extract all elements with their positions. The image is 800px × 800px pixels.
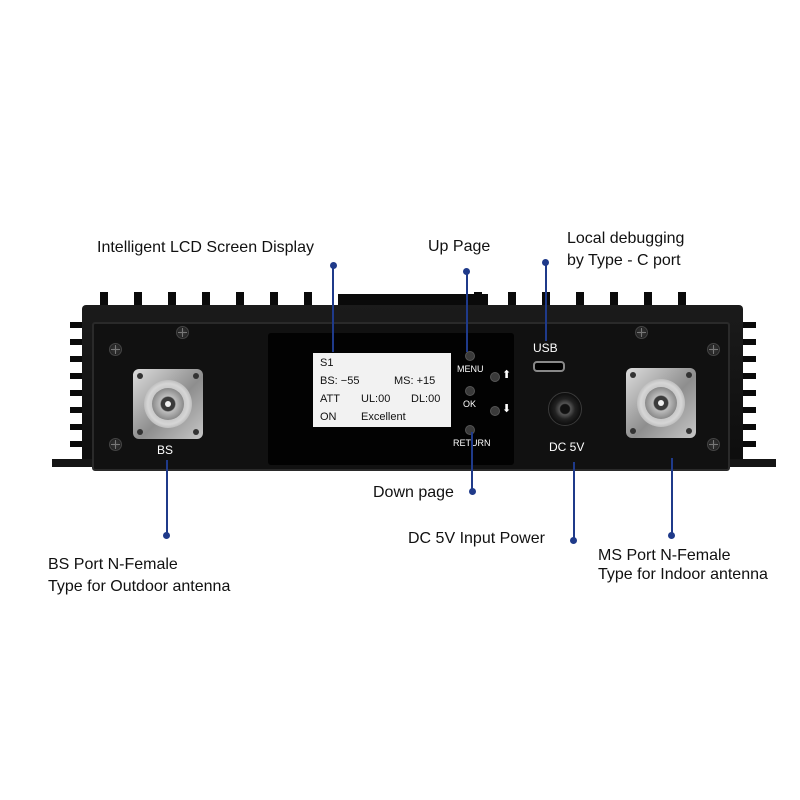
heat-sink-fin [236,292,244,310]
screw-icon [176,326,189,339]
mounting-flange-right [726,459,776,467]
leader-line-lcd [332,266,334,352]
lcd-bs-value: BS: −55 [320,375,360,387]
leader-line-bs [166,460,168,533]
heat-sink-fin [738,424,756,430]
leader-dot [668,532,675,539]
leader-line-down-page [471,432,473,490]
lcd-ul: UL:00 [361,393,391,405]
heat-sink-fin [70,356,88,362]
screw-icon [707,343,720,356]
leader-dot [469,488,476,495]
dc-port-label: DC 5V [549,440,585,454]
heat-sink-fin [738,339,756,345]
heat-sink-fin [70,322,88,328]
mounting-flange-left [52,459,92,467]
heat-sink-fin [738,407,756,413]
dc-power-jack[interactable] [548,392,582,426]
leader-dot [542,259,549,266]
menu-button-label: MENU [457,364,484,374]
leader-line-usb [545,263,547,341]
heat-sink-fin [70,441,88,447]
leader-dot [463,268,470,275]
callout-down-page: Down page [373,484,454,501]
lcd-att: ATT [320,393,340,405]
heat-sink-fin [270,292,278,310]
lcd-ms-value: MS: +15 [394,375,436,387]
heat-sink-fin [738,356,756,362]
callout-usb-line2: by Type - C port [567,252,681,269]
usb-c-port[interactable] [533,361,565,372]
menu-button[interactable] [465,351,475,361]
heat-sink-fin [168,292,176,310]
heat-sink-fin [738,441,756,447]
leader-dot [330,262,337,269]
heat-sink-fin [70,373,88,379]
callout-bs-line2: Type for Outdoor antenna [48,578,231,595]
lcd-status: Excellent [361,411,406,423]
heat-sink-hump [338,294,488,308]
callout-usb-line1: Local debugging [567,230,685,247]
heat-sink-fin [738,373,756,379]
return-button[interactable] [465,425,475,435]
lcd-line-s1: S1 [320,357,334,369]
leader-line-ms [671,458,673,534]
lcd-dl: DL:00 [411,393,441,405]
screw-icon [635,326,648,339]
heat-sink-fin [644,292,652,310]
heat-sink-fin [610,292,618,310]
bs-port-connector[interactable] [133,369,203,439]
callout-ms-line1: MS Port N-Female [598,547,731,564]
screw-icon [109,343,122,356]
leader-line-dc [573,462,575,538]
usb-label: USB [533,341,558,355]
heat-sink-fin [100,292,108,310]
heat-sink-fin [304,292,312,310]
leader-line-up-page [466,272,468,352]
heat-sink-fin [134,292,142,310]
screw-icon [109,438,122,451]
heat-sink-fin [70,390,88,396]
heat-sink-fin [576,292,584,310]
screw-icon [707,438,720,451]
leader-dot [570,537,577,544]
lcd-on: ON [320,411,337,423]
lcd-screen [313,353,451,427]
ok-button-label: OK [463,399,477,409]
leader-dot [163,532,170,539]
callout-bs-line1: BS Port N-Female [48,556,178,573]
callout-up-page: Up Page [428,238,491,255]
callout-dc-input: DC 5V Input Power [408,530,545,547]
heat-sink-fin [202,292,210,310]
ok-button[interactable] [465,386,475,396]
down-button[interactable] [490,406,500,416]
heat-sink-fin [508,292,516,310]
heat-sink-fin [738,390,756,396]
callout-ms-line2: Type for Indoor antenna [598,566,768,583]
heat-sink-fin [70,339,88,345]
heat-sink-fin [678,292,686,310]
arrow-down-icon: ⬇ [502,403,512,415]
heat-sink-fin [70,407,88,413]
callout-lcd-screen: Intelligent LCD Screen Display [97,239,314,256]
heat-sink-fin [70,424,88,430]
arrow-up-icon: ⬆ [502,369,512,381]
ms-port-connector[interactable] [626,368,696,438]
up-button[interactable] [490,372,500,382]
bs-port-label: BS [157,443,174,457]
heat-sink-fin [738,322,756,328]
